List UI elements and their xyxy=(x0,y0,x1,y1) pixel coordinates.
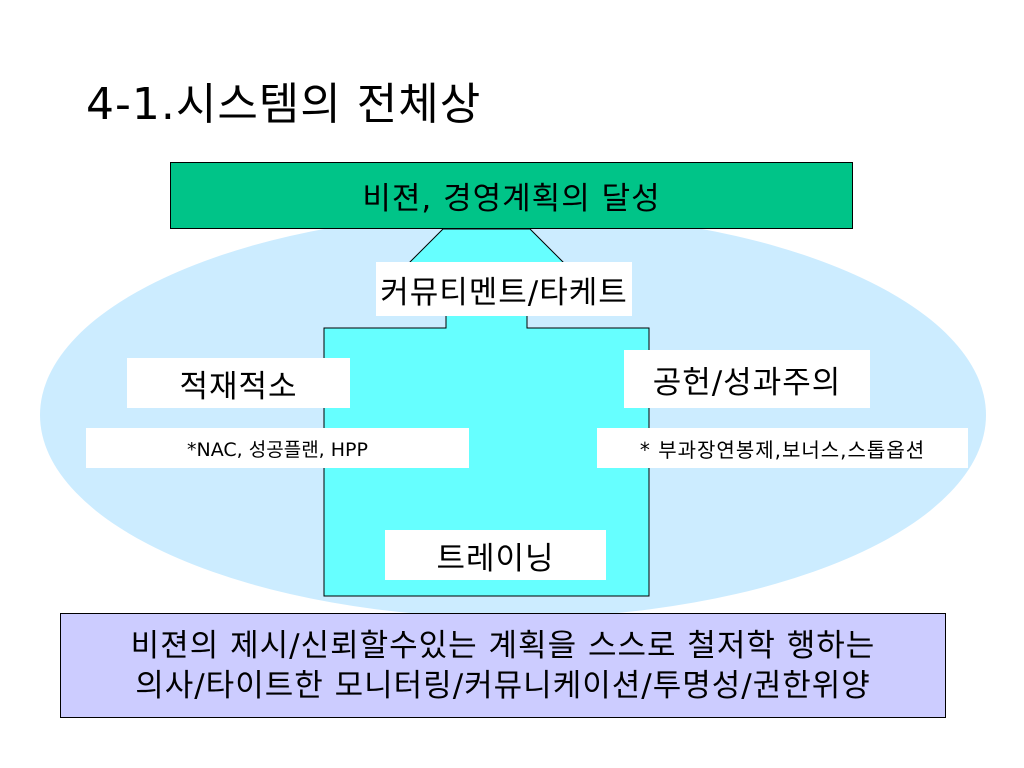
right-detail-label: * 부과장연봉제,보너스,스톱옵션 xyxy=(639,437,926,462)
commitment-box: 커뮤티멘트/타케트 xyxy=(376,262,632,316)
commitment-label: 커뮤티멘트/타케트 xyxy=(380,274,628,311)
foundation-box: 트레이닝 xyxy=(385,530,606,580)
summary-line-1: 비젼의 제시/신뢰할수있는 계획을 스스로 철저학 행하는 xyxy=(130,627,876,664)
goal-label: 비젼, 경영계획의 달성 xyxy=(362,181,661,217)
left-pillar-label: 적재적소 xyxy=(179,368,298,405)
right-pillar-label: 공헌/성과주의 xyxy=(652,364,842,401)
page-title: 4-1.시스템의 전체상 xyxy=(86,79,482,130)
right-detail-box: * 부과장연봉제,보너스,스톱옵션 xyxy=(597,428,968,468)
left-pillar-box: 적재적소 xyxy=(127,358,350,408)
summary-line-2: 의사/타이트한 모니터링/커뮤니케이션/투명성/권한위양 xyxy=(135,667,871,704)
summary-box: 비젼의 제시/신뢰할수있는 계획을 스스로 철저학 행하는 의사/타이트한 모니… xyxy=(60,613,946,718)
foundation-label: 트레이닝 xyxy=(436,540,555,577)
goal-box: 비젼, 경영계획의 달성 xyxy=(170,162,853,229)
left-detail-box: *NAC, 성공플랜, HPP xyxy=(86,428,469,468)
right-pillar-box: 공헌/성과주의 xyxy=(624,350,870,408)
left-detail-label: *NAC, 성공플랜, HPP xyxy=(187,438,368,461)
